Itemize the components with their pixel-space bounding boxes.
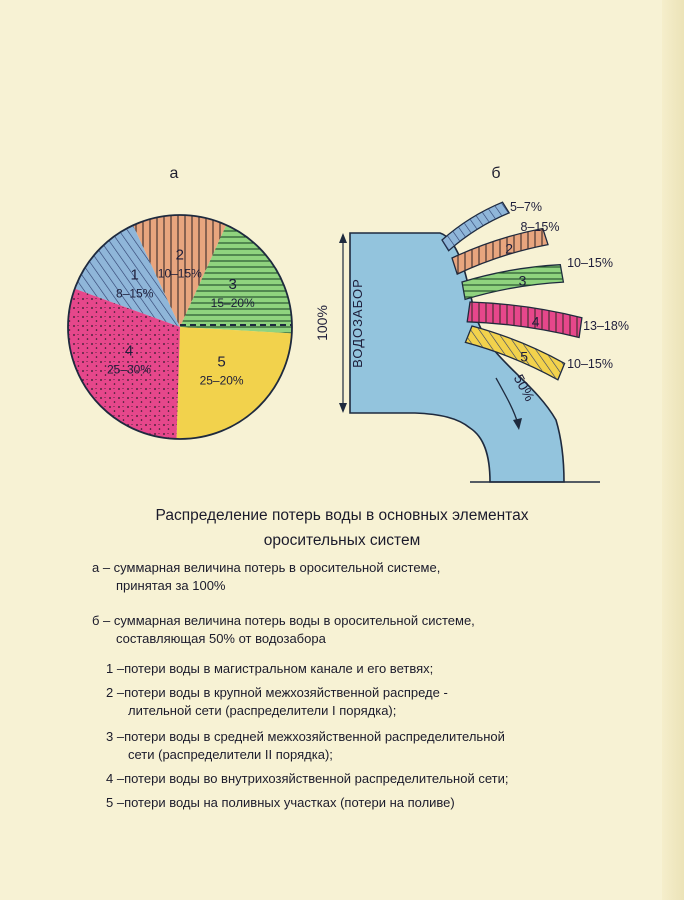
pie-slice-pattern-3	[180, 225, 292, 334]
legend-item-4: 4 –потери воды во внутрихозяйственной ра…	[106, 770, 508, 788]
note-b: б – суммарная величина потерь воды в оро…	[92, 612, 475, 648]
branch-value-5: 10–15%	[567, 357, 613, 371]
legend-item-3-line-2: сети (распределители II порядка);	[128, 747, 333, 762]
branch-number-5: 5	[520, 349, 528, 365]
pie-slice-number-4: 4	[125, 343, 133, 360]
legend-item-1: 1 –потери воды в магистральном канале и …	[106, 660, 433, 678]
panel-b-label: б	[491, 165, 500, 182]
note-a: а – суммарная величина потерь в оросител…	[92, 559, 440, 595]
note-a-line-1: а – суммарная величина потерь в оросител…	[92, 560, 441, 575]
arrow-down-icon	[339, 403, 347, 413]
intake-pct-label: 100%	[314, 305, 330, 341]
pie-slice-number-3: 3	[229, 276, 237, 293]
branch-value-1: 5–7%	[510, 200, 542, 214]
pie-slice-number-2: 2	[176, 246, 184, 263]
pie-outline	[67, 214, 293, 440]
note-b-line-1: б – суммарная величина потерь воды в оро…	[92, 613, 475, 628]
pie-slice-pattern-2	[133, 214, 227, 327]
pie-slice-value-2: 10–15%	[158, 266, 202, 280]
panel-a-label: а	[170, 165, 179, 182]
legend-item-5-line-1: 5 –потери воды на поливных участках (пот…	[106, 795, 455, 810]
intake-label: ВОДОЗАБОР	[350, 278, 365, 368]
pie-slice-pattern-5	[176, 327, 292, 439]
caption-line-1: Распределение потерь воды в основных эле…	[155, 507, 529, 524]
branch-number-2: 2	[505, 240, 513, 256]
arrow-up-icon	[339, 233, 347, 243]
branch-pattern-4	[467, 302, 582, 338]
branch-number-3: 3	[519, 272, 527, 288]
branch-pattern-3	[462, 264, 564, 300]
legend-item-2: 2 –потери воды в крупной межхозяйственно…	[106, 684, 448, 720]
legend-item-1-line-1: 1 –потери воды в магистральном канале и …	[106, 661, 434, 676]
branch-pattern-5	[465, 326, 565, 380]
note-b-line-2: составляющая 50% от водозабора	[116, 631, 326, 646]
pie-slice-number-5: 5	[217, 353, 225, 370]
branch-value-2: 8–15%	[521, 220, 560, 234]
branch-value-3: 10–15%	[567, 256, 613, 270]
legend-item-3-line-1: 3 –потери воды в средней межхозяйственно…	[106, 729, 505, 744]
legend-item-5: 5 –потери воды на поливных участках (пот…	[106, 794, 455, 812]
branch-number-4: 4	[532, 313, 540, 329]
pie-slice-value-5: 25–20%	[200, 373, 244, 387]
legend-item-3: 3 –потери воды в средней межхозяйственно…	[106, 728, 505, 764]
legend-item-2-line-1: 2 –потери воды в крупной межхозяйственно…	[106, 685, 448, 700]
pie-slice-value-3: 15–20%	[211, 296, 255, 310]
legend-item-4-line-1: 4 –потери воды во внутрихозяйственной ра…	[106, 771, 509, 786]
branch-pattern-2	[452, 228, 548, 275]
pie-slice-pattern-4	[68, 288, 180, 439]
outflow-arrow-icon	[513, 418, 522, 430]
pie-slice-value-4: 25–30%	[107, 363, 151, 377]
figure: а 1 8–15% 2 10–15% 3 15–20% 5 25–20% 4 25–30% б 1…	[67, 165, 629, 483]
pie-slice-number-1: 1	[131, 266, 139, 283]
caption-line-2: оросительных систем	[263, 532, 421, 549]
page-spine	[662, 0, 684, 900]
loss-branches: 5–7% 2 8–15% 3 10–15% 4 13–18% 5 10–15%	[441, 200, 629, 381]
branch-value-4: 13–18%	[583, 319, 629, 333]
pie-slice-pattern-1	[74, 225, 180, 327]
branch-pattern-1	[442, 202, 510, 251]
note-a-line-2: принятая за 100%	[116, 578, 226, 593]
legend-item-2-line-2: лительной сети (распределители I порядка…	[128, 703, 397, 718]
pie-slice-value-1: 8–15%	[116, 286, 154, 300]
pie-chart: 1 8–15% 2 10–15% 3 15–20% 5 25–20% 4 25–30%	[67, 214, 293, 440]
